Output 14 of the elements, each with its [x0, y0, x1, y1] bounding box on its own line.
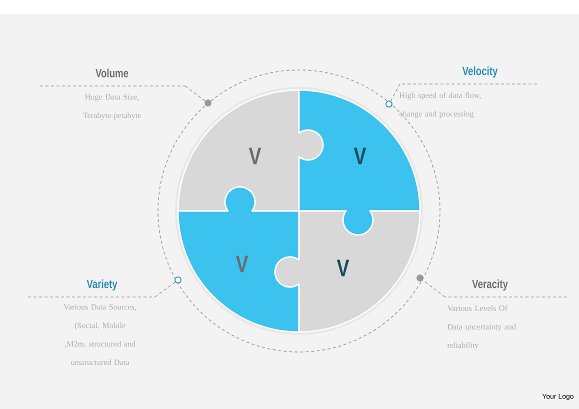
description-text: Various Data Sources, (Social, Mobile ,M2m, structured and unstructured Data: [64, 304, 136, 366]
puzzle-piece: V: [274, 210, 421, 333]
heading: Velocity: [462, 66, 498, 78]
leader-line: [154, 282, 176, 298]
heading: Variety: [86, 279, 118, 291]
heading: Veracity: [472, 279, 508, 291]
puzzle-piece: V: [177, 89, 324, 212]
description-text: Huge Data Size, Terabyte-petabyte: [82, 94, 141, 120]
description-text: Various Levels Of Data uncertainty and reliability: [447, 305, 516, 350]
leader-line: [184, 86, 206, 102]
heading: Volume: [96, 68, 128, 78]
leader-line: [390, 84, 400, 102]
leader-line: [422, 280, 446, 298]
puzzle-piece: V: [177, 186, 300, 333]
